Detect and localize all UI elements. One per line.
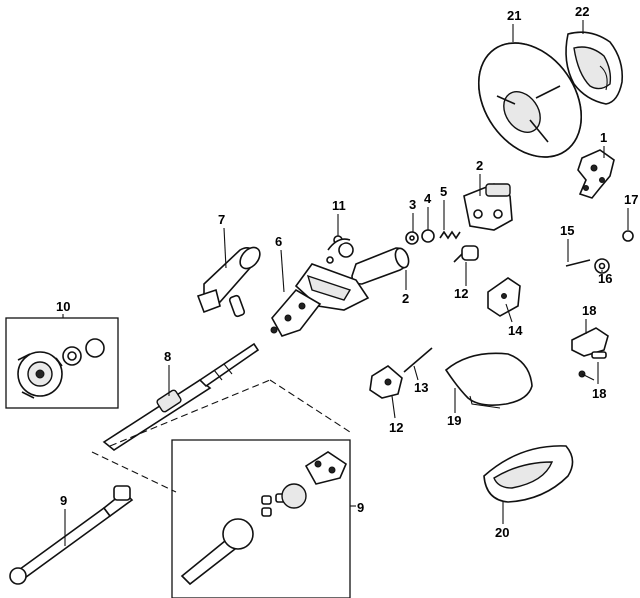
callout-21: 21 [507, 8, 521, 23]
callout-20: 20 [495, 525, 509, 540]
callout-2-bottom: 2 [402, 291, 409, 306]
part-7-column-tube [196, 246, 261, 318]
callout-17: 17 [624, 192, 638, 207]
part-22-airbag-module [565, 31, 624, 105]
callout-12-upper: 12 [454, 286, 468, 301]
part-12-switch-upper [453, 245, 479, 263]
part-17-nut [622, 230, 634, 242]
part-2-shaft-sleeve [351, 247, 410, 285]
part-21-steering-wheel [477, 42, 583, 158]
callout-6: 6 [275, 234, 282, 249]
part-5-spring [439, 230, 461, 240]
part-4-ring [421, 229, 435, 243]
callout-11: 11 [332, 198, 346, 213]
part-8-intermediate-shaft [102, 342, 260, 451]
part-19-upper-cover [444, 352, 533, 409]
part-1-bracket [577, 149, 615, 199]
part-6-column-housing [270, 256, 370, 337]
part-16-nut [594, 258, 610, 274]
leader-dashed-lines [91, 379, 351, 493]
callout-5: 5 [440, 184, 447, 199]
part-13-threaded-rod [403, 347, 433, 373]
part-2-switch-body [463, 183, 513, 231]
part-20-lower-cover [483, 445, 574, 503]
callout-19: 19 [447, 413, 461, 428]
callout-4: 4 [424, 191, 432, 206]
part-11-key-cylinder [327, 235, 354, 258]
part-18-clip [571, 327, 609, 381]
callout-15: 15 [560, 223, 574, 238]
callout-10: 10 [56, 299, 70, 314]
part-9-box [171, 439, 351, 598]
part-10-bearing-assembly [17, 338, 105, 399]
part-12-switch-lower [369, 365, 403, 399]
callout-18-lower: 18 [592, 386, 606, 401]
callout-18-upper: 18 [582, 303, 596, 318]
callout-9-left: 9 [60, 493, 67, 508]
callout-22: 22 [575, 4, 589, 19]
callout-13: 13 [414, 380, 428, 395]
part-14-bracket [487, 277, 521, 317]
part-3-washer [405, 231, 419, 245]
part-15-bolt [565, 259, 591, 267]
callout-8: 8 [164, 349, 171, 364]
callout-16: 16 [598, 271, 612, 286]
callout-1: 1 [600, 130, 607, 145]
callout-3: 3 [409, 197, 416, 212]
callout-7: 7 [218, 212, 225, 227]
callout-9-right: 9 [357, 500, 364, 515]
callout-2-top: 2 [476, 158, 483, 173]
callout-12-lower: 12 [389, 420, 403, 435]
part-9-shaft-assembly-boxed [180, 451, 347, 586]
part-9-shaft-assembly-left [9, 485, 134, 585]
part-10-box [5, 317, 119, 409]
callout-14: 14 [508, 323, 523, 338]
